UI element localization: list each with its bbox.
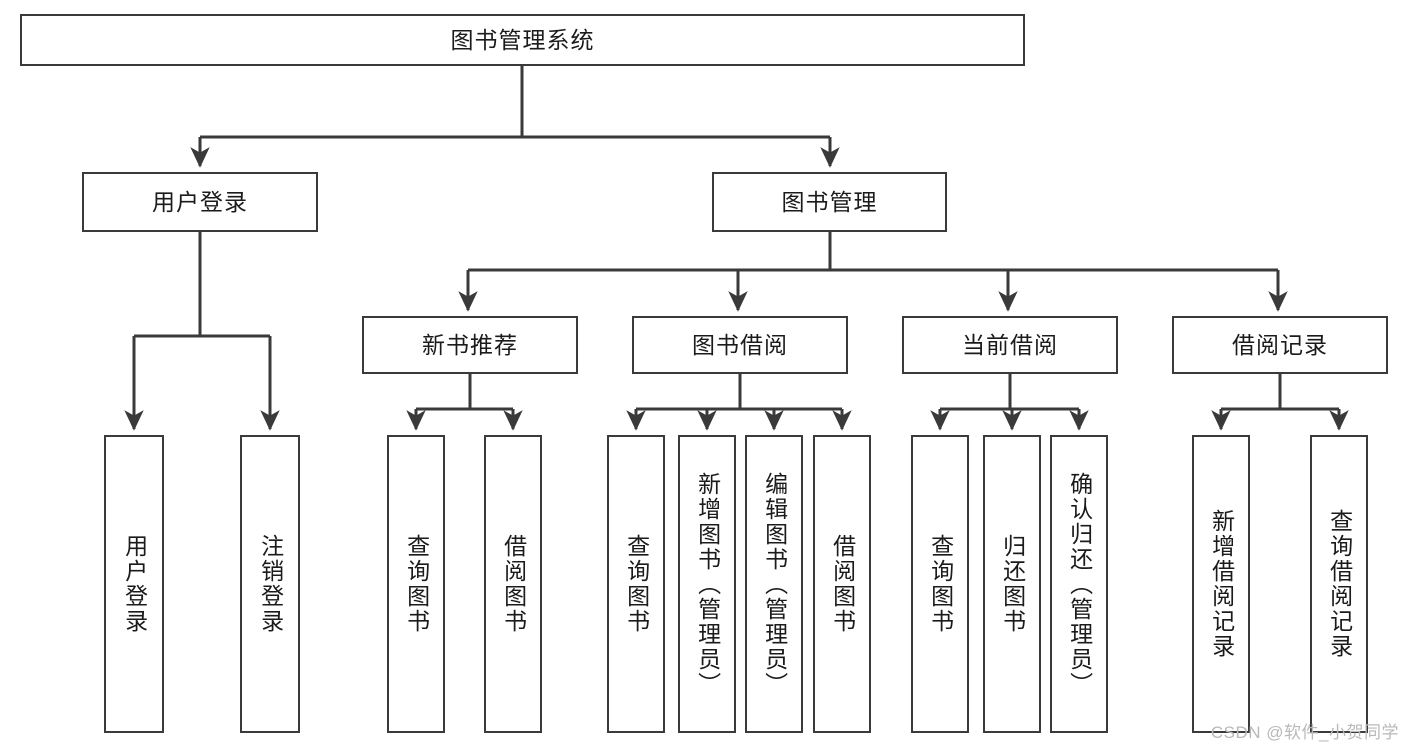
node-leaves-0-label: 用户登录 <box>121 534 148 634</box>
node-leaves-2[interactable]: 查询图书 <box>387 435 445 733</box>
node-level2-1[interactable]: 图书管理 <box>712 172 947 232</box>
node-leaves-10-label: 确认归还（管理员） <box>1066 471 1093 697</box>
node-root[interactable]: 图书管理系统 <box>20 14 1025 66</box>
node-leaves-10[interactable]: 确认归还（管理员） <box>1050 435 1108 733</box>
node-level3-3-label: 借阅记录 <box>1232 331 1328 358</box>
node-leaves-11[interactable]: 新增借阅记录 <box>1192 435 1250 733</box>
node-leaves-6-label: 编辑图书（管理员） <box>761 471 788 697</box>
node-level3-3[interactable]: 借阅记录 <box>1172 316 1388 374</box>
node-leaves-9[interactable]: 归还图书 <box>983 435 1041 733</box>
node-leaves-2-label: 查询图书 <box>403 534 430 634</box>
node-leaves-4[interactable]: 查询图书 <box>607 435 665 733</box>
node-leaves-1-label: 注销登录 <box>257 534 284 634</box>
node-leaves-9-label: 归还图书 <box>999 534 1026 634</box>
node-leaves-0[interactable]: 用户登录 <box>104 435 164 733</box>
node-leaves-4-label: 查询图书 <box>623 534 650 634</box>
node-leaves-5[interactable]: 新增图书（管理员） <box>678 435 736 733</box>
node-leaves-8[interactable]: 查询图书 <box>911 435 969 733</box>
node-level3-0-label: 新书推荐 <box>422 331 518 358</box>
node-leaves-11-label: 新增借阅记录 <box>1208 509 1235 659</box>
node-leaves-6[interactable]: 编辑图书（管理员） <box>745 435 803 733</box>
node-leaves-12[interactable]: 查询借阅记录 <box>1310 435 1368 733</box>
node-level2-0-label: 用户登录 <box>152 188 248 215</box>
node-root-label: 图书管理系统 <box>450 26 595 53</box>
node-level2-0[interactable]: 用户登录 <box>82 172 318 232</box>
node-level3-1[interactable]: 图书借阅 <box>632 316 848 374</box>
node-leaves-7[interactable]: 借阅图书 <box>813 435 871 733</box>
node-leaves-3[interactable]: 借阅图书 <box>484 435 542 733</box>
node-leaves-1[interactable]: 注销登录 <box>240 435 300 733</box>
node-level3-1-label: 图书借阅 <box>692 331 788 358</box>
watermark: CSDN @软件_小贺同学 <box>1210 723 1399 742</box>
node-level2-1-label: 图书管理 <box>781 188 878 215</box>
node-level3-2-label: 当前借阅 <box>962 331 1058 358</box>
node-level3-2[interactable]: 当前借阅 <box>902 316 1118 374</box>
node-level3-0[interactable]: 新书推荐 <box>362 316 578 374</box>
node-leaves-5-label: 新增图书（管理员） <box>694 471 721 697</box>
node-leaves-7-label: 借阅图书 <box>829 534 856 634</box>
node-leaves-8-label: 查询图书 <box>927 534 954 634</box>
node-leaves-12-label: 查询借阅记录 <box>1326 509 1353 659</box>
node-leaves-3-label: 借阅图书 <box>500 534 527 634</box>
